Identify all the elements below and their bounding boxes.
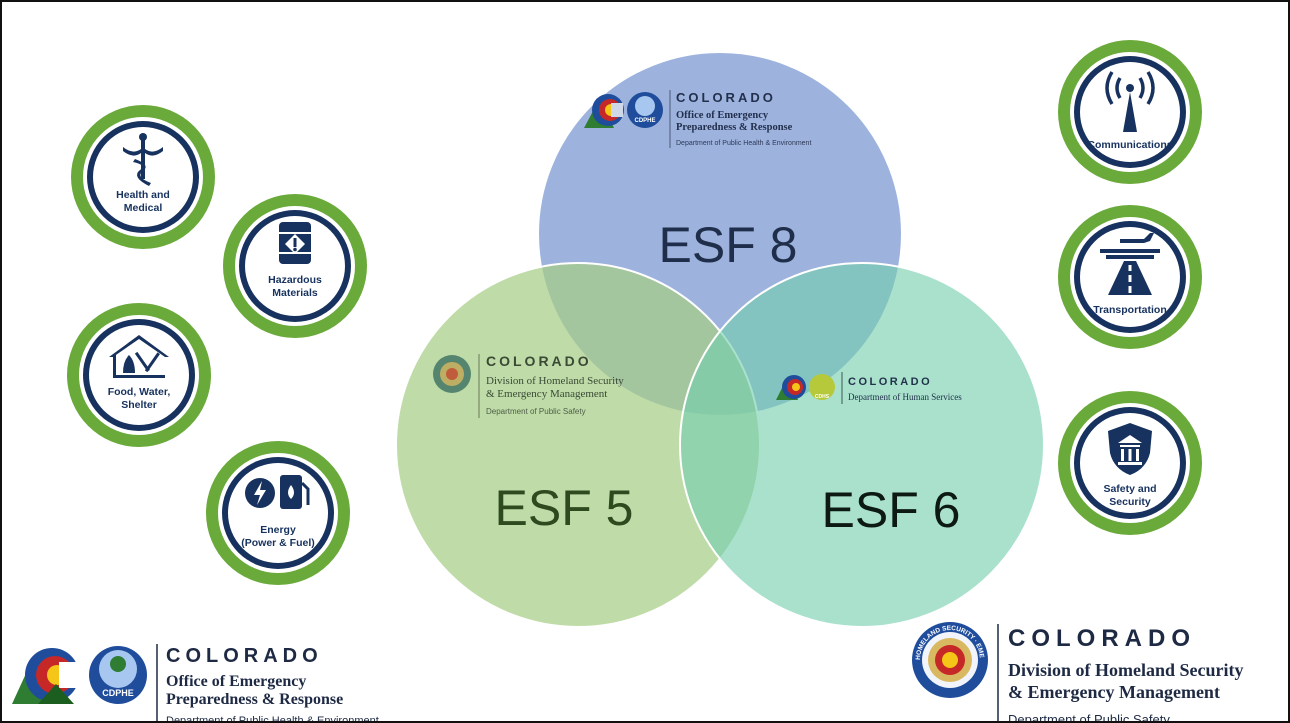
- footer-right-line1: Division of Homeland Security: [1008, 660, 1244, 680]
- colorado-c-small-icon: [776, 375, 806, 400]
- esf8-logo-line1: Office of Emergency: [676, 110, 769, 121]
- badge-health-medical-line2: Medical: [124, 202, 163, 214]
- safety-shield-icon: [1108, 423, 1152, 475]
- badge-energy: Energy (Power & Fuel): [206, 441, 350, 585]
- esf5-label: ESF 5: [495, 480, 634, 536]
- esf8-logo-dept: Department of Public Health & Environmen…: [676, 140, 811, 147]
- hazard-barrel-icon: [279, 222, 311, 264]
- badge-hazardous-materials: Hazardous Materials: [223, 194, 367, 338]
- esf5-logo-state: COLORADO: [486, 353, 592, 369]
- caduceus-icon: [123, 133, 163, 186]
- shelter-icon: [109, 335, 169, 378]
- esf5-logo-line1: Division of Homeland Security: [486, 375, 624, 387]
- footer-left-line2: Preparedness & Response: [166, 691, 343, 708]
- esf8-logo-state: COLORADO: [676, 90, 776, 105]
- badge-energy-line1: Energy: [260, 524, 296, 536]
- transportation-icon: [1100, 233, 1160, 295]
- badge-transportation: Transportation: [1058, 205, 1202, 349]
- badge-energy-line2: (Power & Fuel): [241, 537, 315, 549]
- colorado-c-large-icon: [12, 648, 83, 704]
- badge-safety-security: Safety and Security: [1058, 391, 1202, 535]
- badge-food-line1: Food, Water,: [108, 386, 171, 398]
- esf5-logo-line2: & Emergency Management: [486, 388, 607, 400]
- esf5-logo: COLORADO Division of Homeland Security &…: [433, 353, 624, 418]
- esf5-logo-dept: Department of Public Safety: [486, 407, 586, 416]
- badge-transportation-label: Transportation: [1093, 304, 1167, 316]
- footer-right-logo: HOMELAND SECURITY · EMERGENCY MANAGEMENT…: [907, 615, 1244, 723]
- cdphe-large-badge-icon: CDPHE: [89, 646, 147, 704]
- energy-fuel-icon: [245, 475, 310, 509]
- footer-right-state: COLORADO: [1008, 625, 1196, 652]
- venn-diagram: [395, 51, 1045, 628]
- footer-left-dept: Department of Public Health & Environmen…: [166, 715, 379, 723]
- footer-left-logo: CDPHE COLORADO Office of Emergency Prepa…: [12, 644, 379, 723]
- radio-tower-icon: [1105, 71, 1155, 132]
- footer-right-dept: Department of Public Safety: [1008, 712, 1170, 723]
- esf6-label: ESF 6: [822, 482, 961, 538]
- badge-communications: Communications: [1058, 40, 1202, 184]
- homeland-security-seal-icon: [433, 355, 471, 393]
- cdhs-label: CDHS: [815, 394, 830, 400]
- colorado-c-icon: [584, 94, 624, 128]
- cdhs-badge-icon: CDHS: [809, 374, 835, 400]
- homeland-security-emergency-seal-icon: HOMELAND SECURITY · EMERGENCY MANAGEMENT: [907, 615, 988, 698]
- esf8-label: ESF 8: [659, 217, 798, 273]
- footer-left-state: COLORADO: [166, 645, 323, 667]
- badge-hazardous-line1: Hazardous: [268, 274, 322, 286]
- footer-right-line2: & Emergency Management: [1008, 682, 1220, 702]
- cdphe-badge-icon: CDPHE: [627, 92, 663, 128]
- badge-food-water-shelter: Food, Water, Shelter: [67, 303, 211, 447]
- footer-cdphe-label: CDPHE: [102, 688, 134, 698]
- footer-left-line1: Office of Emergency: [166, 673, 306, 690]
- esf6-logo: CDHS COLORADO Department of Human Servic…: [776, 372, 962, 404]
- cdphe-label: CDPHE: [634, 118, 655, 124]
- badge-food-line2: Shelter: [121, 399, 157, 411]
- esf8-logo: CDPHE COLORADO Office of Emergency Prepa…: [584, 90, 811, 148]
- esf6-logo-state: COLORADO: [848, 376, 932, 388]
- badge-health-medical: Health and Medical: [71, 105, 215, 249]
- badge-hazardous-line2: Materials: [272, 287, 318, 299]
- badge-communications-label: Communications: [1087, 139, 1172, 151]
- esf6-logo-line1: Department of Human Services: [848, 392, 962, 402]
- esf6-circle: [679, 262, 1045, 628]
- esf8-logo-line2: Preparedness & Response: [676, 122, 793, 133]
- badge-health-medical-line1: Health and: [116, 189, 170, 201]
- badge-safety-line1: Safety and: [1103, 483, 1156, 495]
- badge-safety-line2: Security: [1109, 496, 1151, 508]
